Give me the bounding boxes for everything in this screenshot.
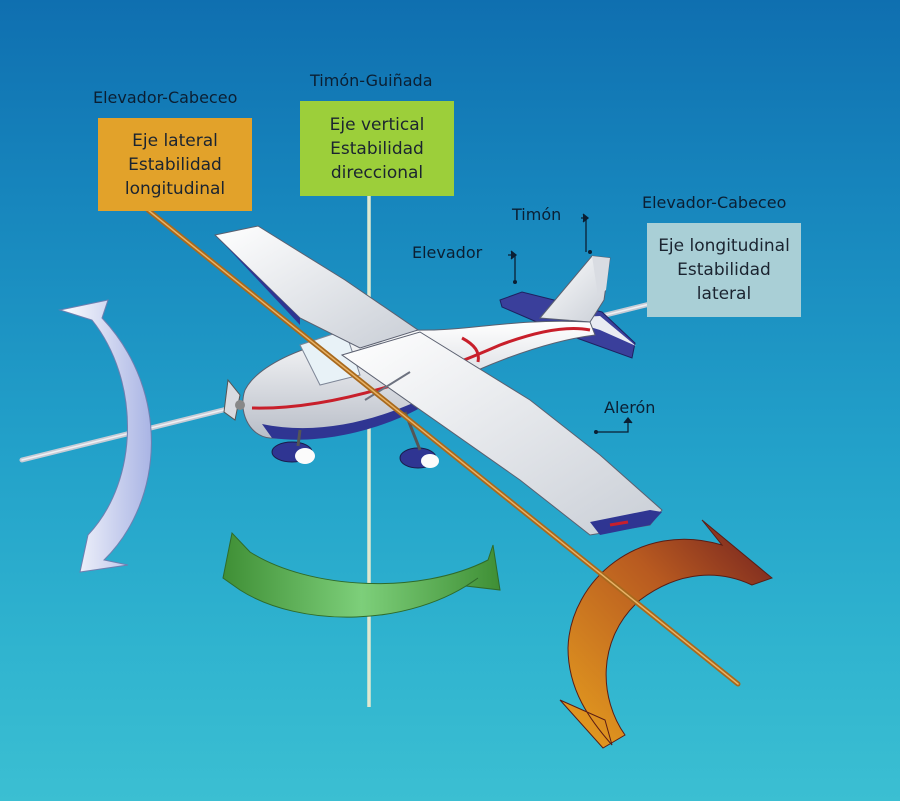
vertical-axis-name: Eje vertical (329, 114, 425, 135)
yaw-rotation-arrow (222, 531, 501, 618)
elevator-callout (508, 250, 518, 284)
vertical-axis-stability-2: direccional (330, 162, 424, 183)
vertical-axis-box: Eje vertical Estabilidad direccional (300, 101, 454, 196)
rudder-callout (581, 213, 592, 254)
vertical-axis-stability-1: Estabilidad (330, 138, 424, 159)
elevator-label: Elevador (412, 243, 483, 262)
longitudinal-axis-stability-2: lateral (696, 284, 752, 304)
lateral-axis-stability-1: Estabilidad (128, 154, 222, 175)
longitudinal-axis-control-label: Elevador-Cabeceo (642, 193, 787, 212)
vertical-axis-control-label: Timón-Guiñada (310, 71, 433, 90)
longitudinal-axis-stability-1: Estabilidad (677, 260, 771, 280)
longitudinal-axis-box: Eje longitudinal Estabilidad lateral (647, 223, 801, 317)
aileron-label: Alerón (604, 398, 656, 417)
aileron-callout (594, 416, 633, 434)
pitch-rotation-arrow (559, 519, 774, 749)
lateral-axis-box: Eje lateral Estabilidad longitudinal (98, 118, 252, 211)
longitudinal-axis-name: Eje longitudinal (658, 236, 790, 256)
lateral-axis-stability-2: longitudinal (124, 178, 226, 199)
lateral-axis-name: Eje lateral (132, 130, 218, 151)
aircraft-illustration (213, 225, 663, 536)
roll-rotation-arrow (58, 299, 152, 573)
rudder-label: Timón (512, 205, 562, 224)
lateral-axis-control-label: Elevador-Cabeceo (93, 88, 238, 107)
